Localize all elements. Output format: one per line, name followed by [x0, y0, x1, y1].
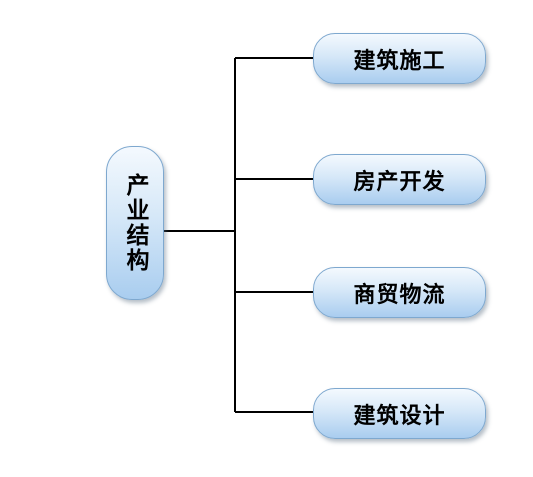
root-node-label: 产业结构 [122, 173, 148, 273]
child-node-trade-logistics: 商贸物流 [313, 267, 486, 318]
child-node-label: 房产开发 [353, 169, 446, 195]
child-node-label: 建筑设计 [353, 403, 446, 429]
child-node-label: 建筑施工 [353, 48, 446, 74]
root-node: 产业结构 [106, 146, 164, 300]
child-node-architectural-design: 建筑设计 [313, 388, 486, 439]
child-node-construction: 建筑施工 [313, 33, 486, 84]
child-node-real-estate: 房产开发 [313, 154, 486, 205]
child-node-label: 商贸物流 [353, 282, 446, 308]
